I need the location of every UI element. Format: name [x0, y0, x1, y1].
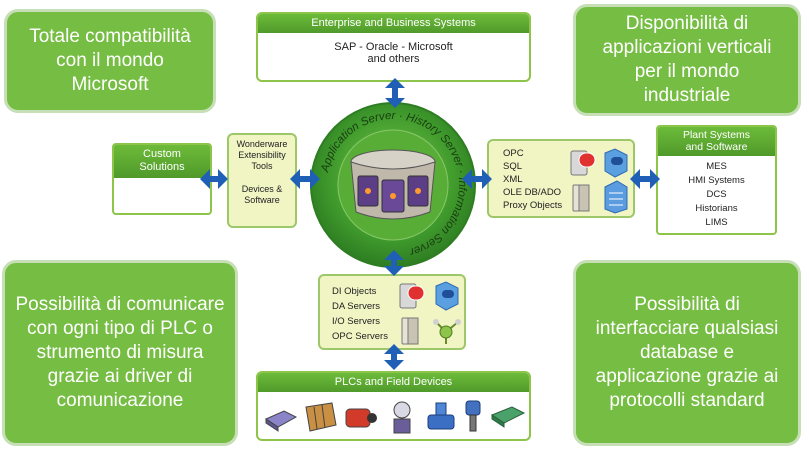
flow-meter-icon [393, 401, 411, 434]
plant-title-line2: and Software [685, 141, 748, 153]
custom-title-line1: Custom [143, 148, 181, 160]
server-rack-icon [350, 149, 436, 220]
valve-icon [427, 402, 455, 430]
wonderware-line2: Extensibility [238, 150, 286, 160]
plant-item-historians: Historians [695, 203, 738, 214]
pressure-transmitter-icon [465, 400, 481, 432]
db-connector-icon [399, 283, 425, 309]
plc-devices-title: PLCs and Field Devices [258, 373, 529, 392]
server-tower-icon [401, 317, 419, 345]
protocol-sql: SQL [503, 161, 523, 172]
callout-vertical-apps-text: Disponibilità di applicazioni verticali … [602, 13, 772, 106]
arrow-protocols-plant [630, 169, 660, 189]
arrow-io-plc [384, 344, 404, 370]
plant-systems-box: Plant Systems and Software MES HMI Syste… [656, 125, 777, 235]
io-item-da: DA Servers [332, 301, 381, 312]
callout-microsoft: Totale compatibilità con il mondo Micros… [4, 9, 216, 113]
plant-item-hmi: HMI Systems [688, 175, 745, 186]
io-icons [399, 281, 461, 345]
circuit-board-icon [490, 406, 526, 428]
io-item-di: DI Objects [332, 286, 377, 297]
motor-icon [345, 408, 377, 428]
callout-microsoft-text: Totale compatibilità con il mondo Micros… [29, 26, 191, 95]
arrow-hub-io [384, 250, 404, 276]
arrow-enterprise-hub [385, 78, 405, 108]
arrow-wonderware-hub [290, 169, 320, 189]
plant-item-dcs: DCS [706, 189, 727, 200]
callout-vertical-apps: Disponibilità di applicazioni verticali … [573, 4, 801, 116]
application-server-hub: Application Server · History Server · In… [310, 102, 476, 268]
protocols-box: OPC SQL XML OLE DB/ADO Proxy Objects [487, 139, 635, 218]
arrow-custom-wonderware [200, 169, 228, 189]
wonderware-line3: Tools [251, 161, 273, 171]
protocol-opc: OPC [503, 148, 524, 159]
callout-plc-text: Possibilità di comunicare con ogni tipo … [15, 294, 225, 411]
server-tower-icon [572, 184, 590, 212]
custom-solutions-title: Custom Solutions [114, 145, 210, 178]
custom-title-line2: Solutions [139, 161, 185, 173]
db-connector-icon [570, 150, 596, 176]
enterprise-title: Enterprise and Business Systems [258, 14, 529, 33]
protocol-proxy: Proxy Objects [503, 200, 563, 211]
wonderware-line4: Devices & [241, 184, 283, 194]
arrow-hub-protocols [462, 169, 492, 189]
io-item-io: I/O Servers [332, 316, 381, 327]
enterprise-line1: SAP - Oracle - Microsoft [334, 41, 453, 53]
io-servers-box: DI Objects DA Servers I/O Servers OPC Se… [318, 274, 466, 350]
callout-database-text: Possibilità di interfacciare qualsiasi d… [595, 294, 779, 411]
plc-rack-icon [305, 402, 337, 432]
plant-title-line1: Plant Systems [682, 129, 751, 141]
field-device-icons [264, 400, 526, 434]
protocol-xml: XML [503, 174, 523, 185]
opc-icon [604, 148, 628, 178]
wonderware-line5: Software [244, 195, 280, 205]
callout-plc: Possibilità di comunicare con ogni tipo … [2, 260, 238, 446]
callout-database: Possibilità di interfacciare qualsiasi d… [573, 260, 801, 446]
plant-systems-title: Plant Systems and Software [658, 127, 775, 156]
plc-devices-box: PLCs and Field Devices [256, 371, 531, 441]
opc-icon [435, 281, 459, 311]
io-item-opc: OPC Servers [332, 331, 388, 342]
building-icon [604, 180, 628, 214]
enterprise-line2: and others [367, 53, 420, 65]
scanner-icon [264, 410, 298, 432]
plant-item-mes: MES [706, 161, 727, 172]
protocol-icons [570, 148, 628, 214]
wonderware-box: Wonderware Extensibility Tools Devices &… [227, 133, 297, 228]
protocol-oledb: OLE DB/ADO [503, 187, 562, 198]
wonderware-line1: Wonderware [236, 139, 288, 149]
plant-item-lims: LIMS [705, 217, 728, 228]
network-node-icon [433, 319, 461, 344]
